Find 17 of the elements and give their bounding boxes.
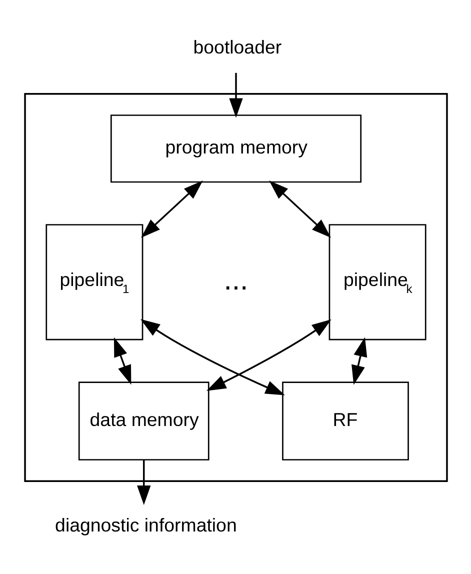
node-box: program memory xyxy=(110,114,362,182)
node-box: pipeline$_{1}$ xyxy=(45,224,143,340)
cluster xyxy=(24,92,448,482)
node-box: RF xyxy=(282,381,408,460)
arrow xyxy=(268,180,330,238)
arrow xyxy=(351,336,367,384)
arrow xyxy=(113,336,131,384)
arrow xyxy=(136,460,150,505)
node-text: diagnostic information xyxy=(54,514,236,535)
arrow xyxy=(206,318,331,390)
label: ... xyxy=(223,263,248,296)
arrow xyxy=(140,180,202,238)
node-box: pipeline$_{k}$ xyxy=(328,224,426,340)
arrow xyxy=(140,318,284,395)
node-text: bootloader xyxy=(192,36,282,57)
node-box: data memory xyxy=(78,381,209,460)
arrow xyxy=(228,72,242,118)
